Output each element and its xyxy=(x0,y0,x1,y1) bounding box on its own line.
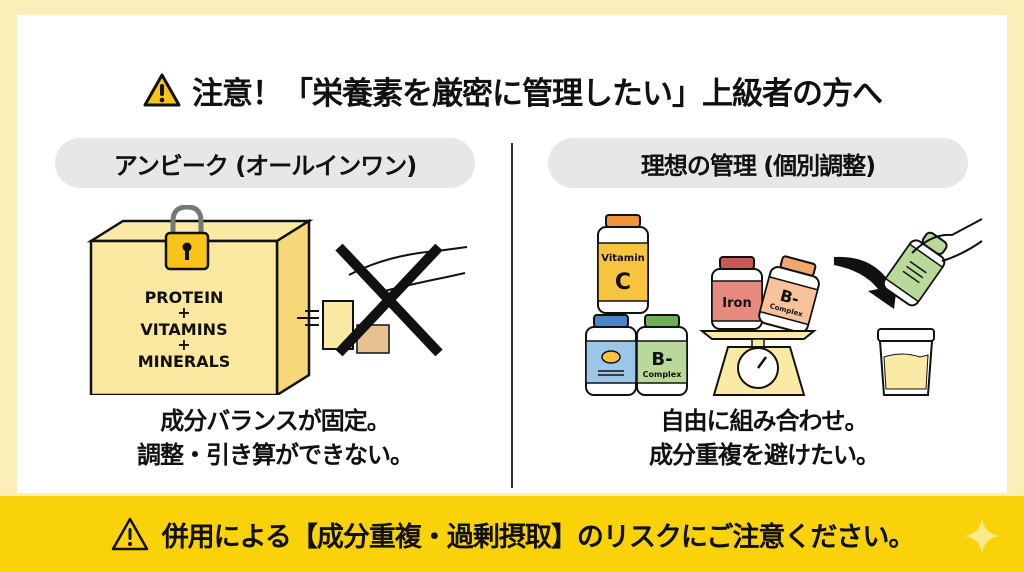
warning-banner: 併用による【成分重複・過剰摂取】のリスクにご注意ください。 xyxy=(0,496,1024,572)
svg-text:B-: B- xyxy=(778,286,801,309)
shaker-cup-icon xyxy=(877,328,935,396)
svg-text:PROTEIN: PROTEIN xyxy=(145,288,224,307)
warning-outline-icon xyxy=(111,517,148,551)
svg-text:Iron: Iron xyxy=(722,296,751,311)
page-title: 注意！「栄養素を厳密に管理したい」上級者の方へ xyxy=(17,65,1007,115)
main-card: 注意！「栄養素を厳密に管理したい」上級者の方へ アンビーク (オールインワン) … xyxy=(17,15,1007,493)
banner-text: 併用による【成分重複・過剰摂取】のリスクにご注意ください。 xyxy=(161,521,916,553)
right-caption: 自由に組み合わせ。 成分重複を避けたい。 xyxy=(564,404,964,472)
svg-text:+: + xyxy=(177,303,190,322)
speed-lines-icon xyxy=(297,310,319,326)
individual-management-illustration: Vitamin C B- Complex Iron xyxy=(585,214,983,396)
svg-text:B-: B- xyxy=(651,349,672,370)
sparkle-icon xyxy=(964,518,1000,554)
hand-pouring-bottle-icon xyxy=(882,218,983,307)
padlock-icon xyxy=(164,205,210,271)
scale-icon: Iron B- Complex xyxy=(699,255,820,396)
right-caption-line-2: 成分重複を避けたい。 xyxy=(649,441,880,469)
svg-text:+: + xyxy=(177,335,190,354)
svg-text:MINERALS: MINERALS xyxy=(138,352,231,371)
svg-text:Complex: Complex xyxy=(643,370,683,379)
bottle-liver-icon xyxy=(585,314,637,396)
svg-text:Vitamin: Vitamin xyxy=(601,253,645,264)
left-caption-line-1: 成分バランスが固定。 xyxy=(160,407,391,435)
left-caption-line-2: 調整・引き算ができない。 xyxy=(137,441,414,469)
bottle-vitamin-c-icon: Vitamin C xyxy=(597,214,649,314)
all-in-one-label: アンビーク (オールインワン) xyxy=(55,138,475,188)
bottle-b-complex-icon: B- Complex xyxy=(636,314,688,396)
arrow-icon xyxy=(834,256,898,309)
warning-triangle-icon xyxy=(143,73,181,107)
right-caption-line-1: 自由に組み合わせ。 xyxy=(660,407,869,435)
svg-text:C: C xyxy=(615,270,631,295)
panel-divider xyxy=(511,143,513,488)
locked-box-illustration: PROTEIN + VITAMINS + MINERALS xyxy=(87,205,468,395)
crossed-out-hand-icon xyxy=(322,243,468,357)
svg-text:VITAMINS: VITAMINS xyxy=(140,320,227,339)
left-caption: 成分バランスが固定。 調整・引き算ができない。 xyxy=(75,404,475,472)
title-text: 注意！「栄養素を厳密に管理したい」上級者の方へ xyxy=(192,75,883,112)
ideal-management-label: 理想の管理 (個別調整) xyxy=(548,138,968,188)
